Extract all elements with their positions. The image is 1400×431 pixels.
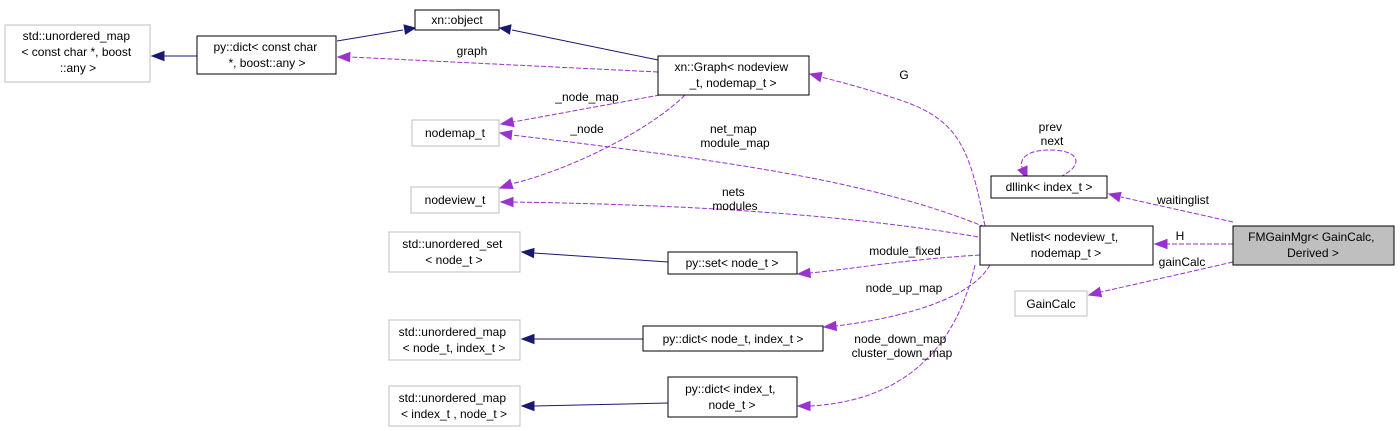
node-unordered-set-node[interactable]: std::unordered_set < node_t > <box>388 231 521 273</box>
label-h: H <box>1176 229 1185 243</box>
node-xn-graph[interactable]: xn::Graph< nodeview _t, nodemap_t > <box>657 55 810 96</box>
label-net-map: net_map module_map <box>700 122 770 150</box>
svg-text:std::unordered_set < nod: std::unordered_set < node_t > <box>402 237 505 267</box>
edge-node <box>498 94 686 190</box>
node-unordered-map-index-node[interactable]: std::unordered_map < index_t , node_t > <box>388 385 521 427</box>
edge-net-map <box>498 129 986 228</box>
label-prev-next: prev next <box>1039 120 1066 148</box>
edge-nets <box>499 196 986 239</box>
svg-text:py::dict< index_t, node_: py::dict< index_t, node_t > <box>685 382 779 412</box>
edge-prev-next <box>1017 149 1077 180</box>
label-waitinglist: waitinglist <box>1156 193 1210 207</box>
edge-module-fixed <box>796 254 981 279</box>
node-xn-object[interactable]: xn::object <box>414 9 500 31</box>
svg-text:std::unordered_map < con: std::unordered_map < const char *, boost… <box>21 29 134 75</box>
node-netlist[interactable]: Netlist< nodeview_t, nodemap_t > <box>979 225 1154 266</box>
edge-pyset-to-unordered-set <box>520 247 669 263</box>
label-gaincalc: gainCalc <box>1159 255 1206 269</box>
edge-g <box>808 71 986 227</box>
node-unordered-map-node-index[interactable]: std::unordered_map < node_t, index_t > <box>388 319 521 361</box>
svg-text:nodemap_t: nodemap_t <box>425 126 486 140</box>
node-fmgainmgr[interactable]: FMGainMgr< GainCalc, Derived > <box>1232 225 1395 266</box>
svg-text:GainCalc: GainCalc <box>1026 297 1075 311</box>
svg-text:std::unordered_map < ind: std::unordered_map < index_t , node_t > <box>399 391 510 421</box>
label-node: _node <box>569 122 604 136</box>
edge-graph <box>336 51 659 73</box>
svg-text:xn::Graph< nodeview _t,: xn::Graph< nodeview _t, nodemap_t > <box>674 60 791 90</box>
node-pydict-char-any[interactable]: py::dict< const char *, boost::any > <box>196 35 337 75</box>
edge-h <box>1153 238 1233 250</box>
svg-text:std::unordered_map < nod: std::unordered_map < node_t, index_t > <box>399 325 510 355</box>
label-node-map: _node_map <box>554 90 619 104</box>
node-dllink[interactable]: dllink< index_t > <box>990 175 1108 199</box>
edge-xn-graph-to-xn-object <box>498 24 659 61</box>
label-g: G <box>899 68 908 82</box>
svg-text:Netlist< nodeview_t, nod: Netlist< nodeview_t, nodemap_t > <box>1010 230 1121 260</box>
edge-node-down-map <box>796 264 976 412</box>
label-node-down-map: node_down_map cluster_down_map <box>852 332 953 360</box>
svg-text:xn::object: xn::object <box>431 13 483 27</box>
svg-text:py::set< node_t >: py::set< node_t > <box>686 256 779 270</box>
edge-node-up-map <box>822 264 991 332</box>
label-node-up-map: node_up_map <box>866 281 943 295</box>
edge-pydict-to-unordered-map-char-any <box>150 50 197 62</box>
edge-pydict-to-xn-object <box>336 24 417 42</box>
node-unordered-map-char-any[interactable]: std::unordered_map < const char *, boost… <box>4 24 151 83</box>
edge-pydict-node-index-to-unordered-map <box>520 333 643 345</box>
edge-node-map <box>499 94 661 128</box>
node-pydict-index-node[interactable]: py::dict< index_t, node_t > <box>667 376 798 418</box>
svg-text:FMGainMgr< GainCalc, Der: FMGainMgr< GainCalc, Derived > <box>1248 230 1378 260</box>
label-nets: nets modules <box>712 185 757 213</box>
svg-text:py::dict< const char *,: py::dict< const char *, boost::any > <box>213 40 320 70</box>
node-pydict-node-index[interactable]: py::dict< node_t, index_t > <box>642 325 824 352</box>
svg-text:py::dict< node_t, index_t >: py::dict< node_t, index_t > <box>663 332 804 346</box>
edge-gaincalc <box>1087 261 1234 298</box>
svg-text:dllink< index_t >: dllink< index_t > <box>1006 180 1093 194</box>
svg-text:nodeview_t: nodeview_t <box>425 193 486 207</box>
label-graph: graph <box>457 44 488 58</box>
node-nodeview-t[interactable]: nodeview_t <box>410 186 500 214</box>
edge-pydict-index-node-to-unordered-map <box>520 400 669 412</box>
node-gaincalc[interactable]: GainCalc <box>1014 290 1088 317</box>
label-module-fixed: module_fixed <box>869 244 940 258</box>
edge-waitinglist <box>1107 191 1234 223</box>
node-nodemap-t[interactable]: nodemap_t <box>411 119 500 147</box>
node-pyset-node[interactable]: py::set< node_t > <box>667 251 798 275</box>
